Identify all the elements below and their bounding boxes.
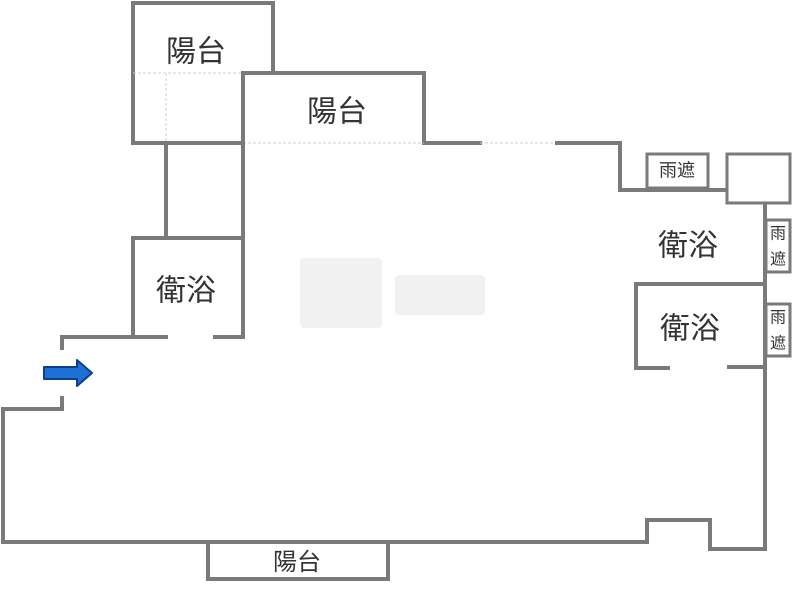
balcony-label: 陽台 [273,548,321,576]
bathroom-label: 衛浴 [660,312,720,347]
bathroom-label: 衛浴 [156,274,216,309]
balcony-bottom: 陽台 [206,540,390,581]
bathroom-label: 衛浴 [658,229,718,264]
watermark [300,258,485,328]
canopy-label: 雨 [770,224,786,243]
balcony-top-mid: 陽台 [241,71,557,145]
canopy-label: 雨 [770,308,786,327]
bathroom-right-lower: 衛浴 [634,282,767,370]
outer-wall [1,141,767,551]
balcony-label: 陽台 [307,95,367,130]
balcony-top-left: 陽台 [131,1,275,145]
shaft-box [725,152,792,205]
canopy-label: 遮 [770,250,786,269]
arrow-right-icon [43,359,93,387]
balcony-label: 陽台 [166,35,226,70]
canopy-label: 遮 [770,334,786,353]
canopy-right-upper: 雨 遮 [764,218,792,274]
canopy-label: 雨遮 [659,161,695,182]
canopy-top: 雨遮 [645,152,710,190]
bathroom-left: 衛浴 [131,236,245,339]
canopy-right-lower: 雨 遮 [764,302,792,358]
